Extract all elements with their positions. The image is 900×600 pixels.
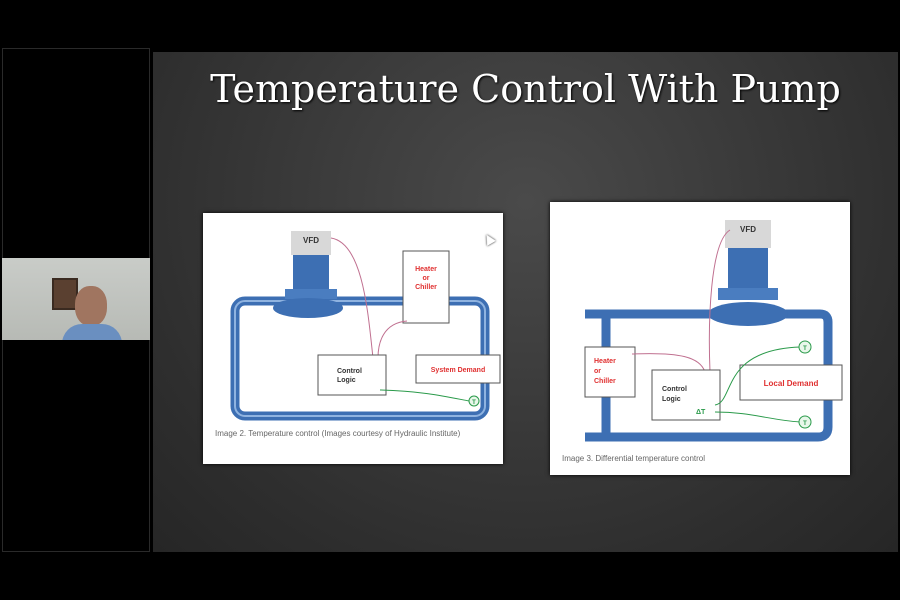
- pump-flange: [285, 289, 337, 299]
- vfd-box: [725, 220, 771, 248]
- participant-avatar: [75, 286, 107, 326]
- vfd-label: VFD: [303, 236, 319, 245]
- pump-flange: [718, 288, 778, 300]
- figure-caption: Image 3. Differential temperature contro…: [562, 454, 706, 463]
- heater-chiller-box: [402, 250, 450, 324]
- vfd-label: VFD: [740, 225, 756, 234]
- figure-caption: Image 2. Temperature control (Images cou…: [215, 429, 461, 438]
- delta-t-label: ΔT: [696, 409, 706, 416]
- system-demand-box: [415, 354, 501, 384]
- figure-temperature-control: VFD Heater or Chiller Control Logic Syst…: [203, 213, 503, 464]
- chiller-label: Chiller: [415, 284, 437, 291]
- shared-slide: Temperature Control With Pump VFD Heater…: [153, 52, 898, 552]
- temperature-sensor-icon: [468, 395, 480, 407]
- participant-shirt: [62, 324, 122, 340]
- sensor-label: T: [803, 421, 807, 427]
- sensor-label: T: [803, 346, 807, 352]
- supply-temperature-sensor-icon: [798, 340, 812, 354]
- slide-title-text: Temperature Control With Pump: [210, 67, 841, 111]
- heater-chiller-box: [584, 346, 636, 398]
- control-label: Control: [662, 386, 687, 393]
- return-temperature-sensor-icon: [798, 415, 812, 429]
- wall-picture-frame: [52, 278, 78, 310]
- or-label: or: [594, 368, 601, 375]
- sensor-label: T: [472, 400, 476, 406]
- sensor-wire: [379, 389, 470, 402]
- logic-label: Logic: [662, 396, 681, 403]
- control-logic-box: [651, 369, 721, 421]
- system-demand-label: System Demand: [431, 367, 485, 374]
- control-label: Control: [337, 368, 362, 375]
- pump-motor: [293, 255, 329, 295]
- chiller-label: Chiller: [594, 378, 616, 385]
- sensor-wires: [714, 346, 801, 423]
- pump-motor: [728, 248, 768, 290]
- slide-title: Temperature Control With Pump: [153, 66, 898, 112]
- local-demand-label: Local Demand: [764, 379, 819, 388]
- heater-label: Heater: [594, 358, 616, 365]
- pump-volute: [708, 302, 788, 326]
- diagram-temperature-control: VFD Heater or Chiller Control Logic Syst…: [230, 231, 501, 421]
- or-label: or: [423, 275, 430, 282]
- logic-label: Logic: [337, 377, 356, 384]
- control-logic-box: [317, 354, 387, 396]
- heater-label: Heater: [415, 266, 437, 273]
- control-wires: [330, 237, 408, 359]
- vfd-box: [291, 231, 331, 255]
- participant-video-tile[interactable]: [2, 258, 150, 340]
- control-wires: [631, 229, 731, 373]
- diagram-differential-temperature-control: VFD Heater or Chiller Control Logic ΔT L…: [584, 220, 843, 442]
- figure-differential-temperature-control: VFD Heater or Chiller Control Logic ΔT L…: [550, 202, 850, 475]
- local-demand-box: [739, 364, 843, 401]
- pump-volute: [273, 298, 343, 318]
